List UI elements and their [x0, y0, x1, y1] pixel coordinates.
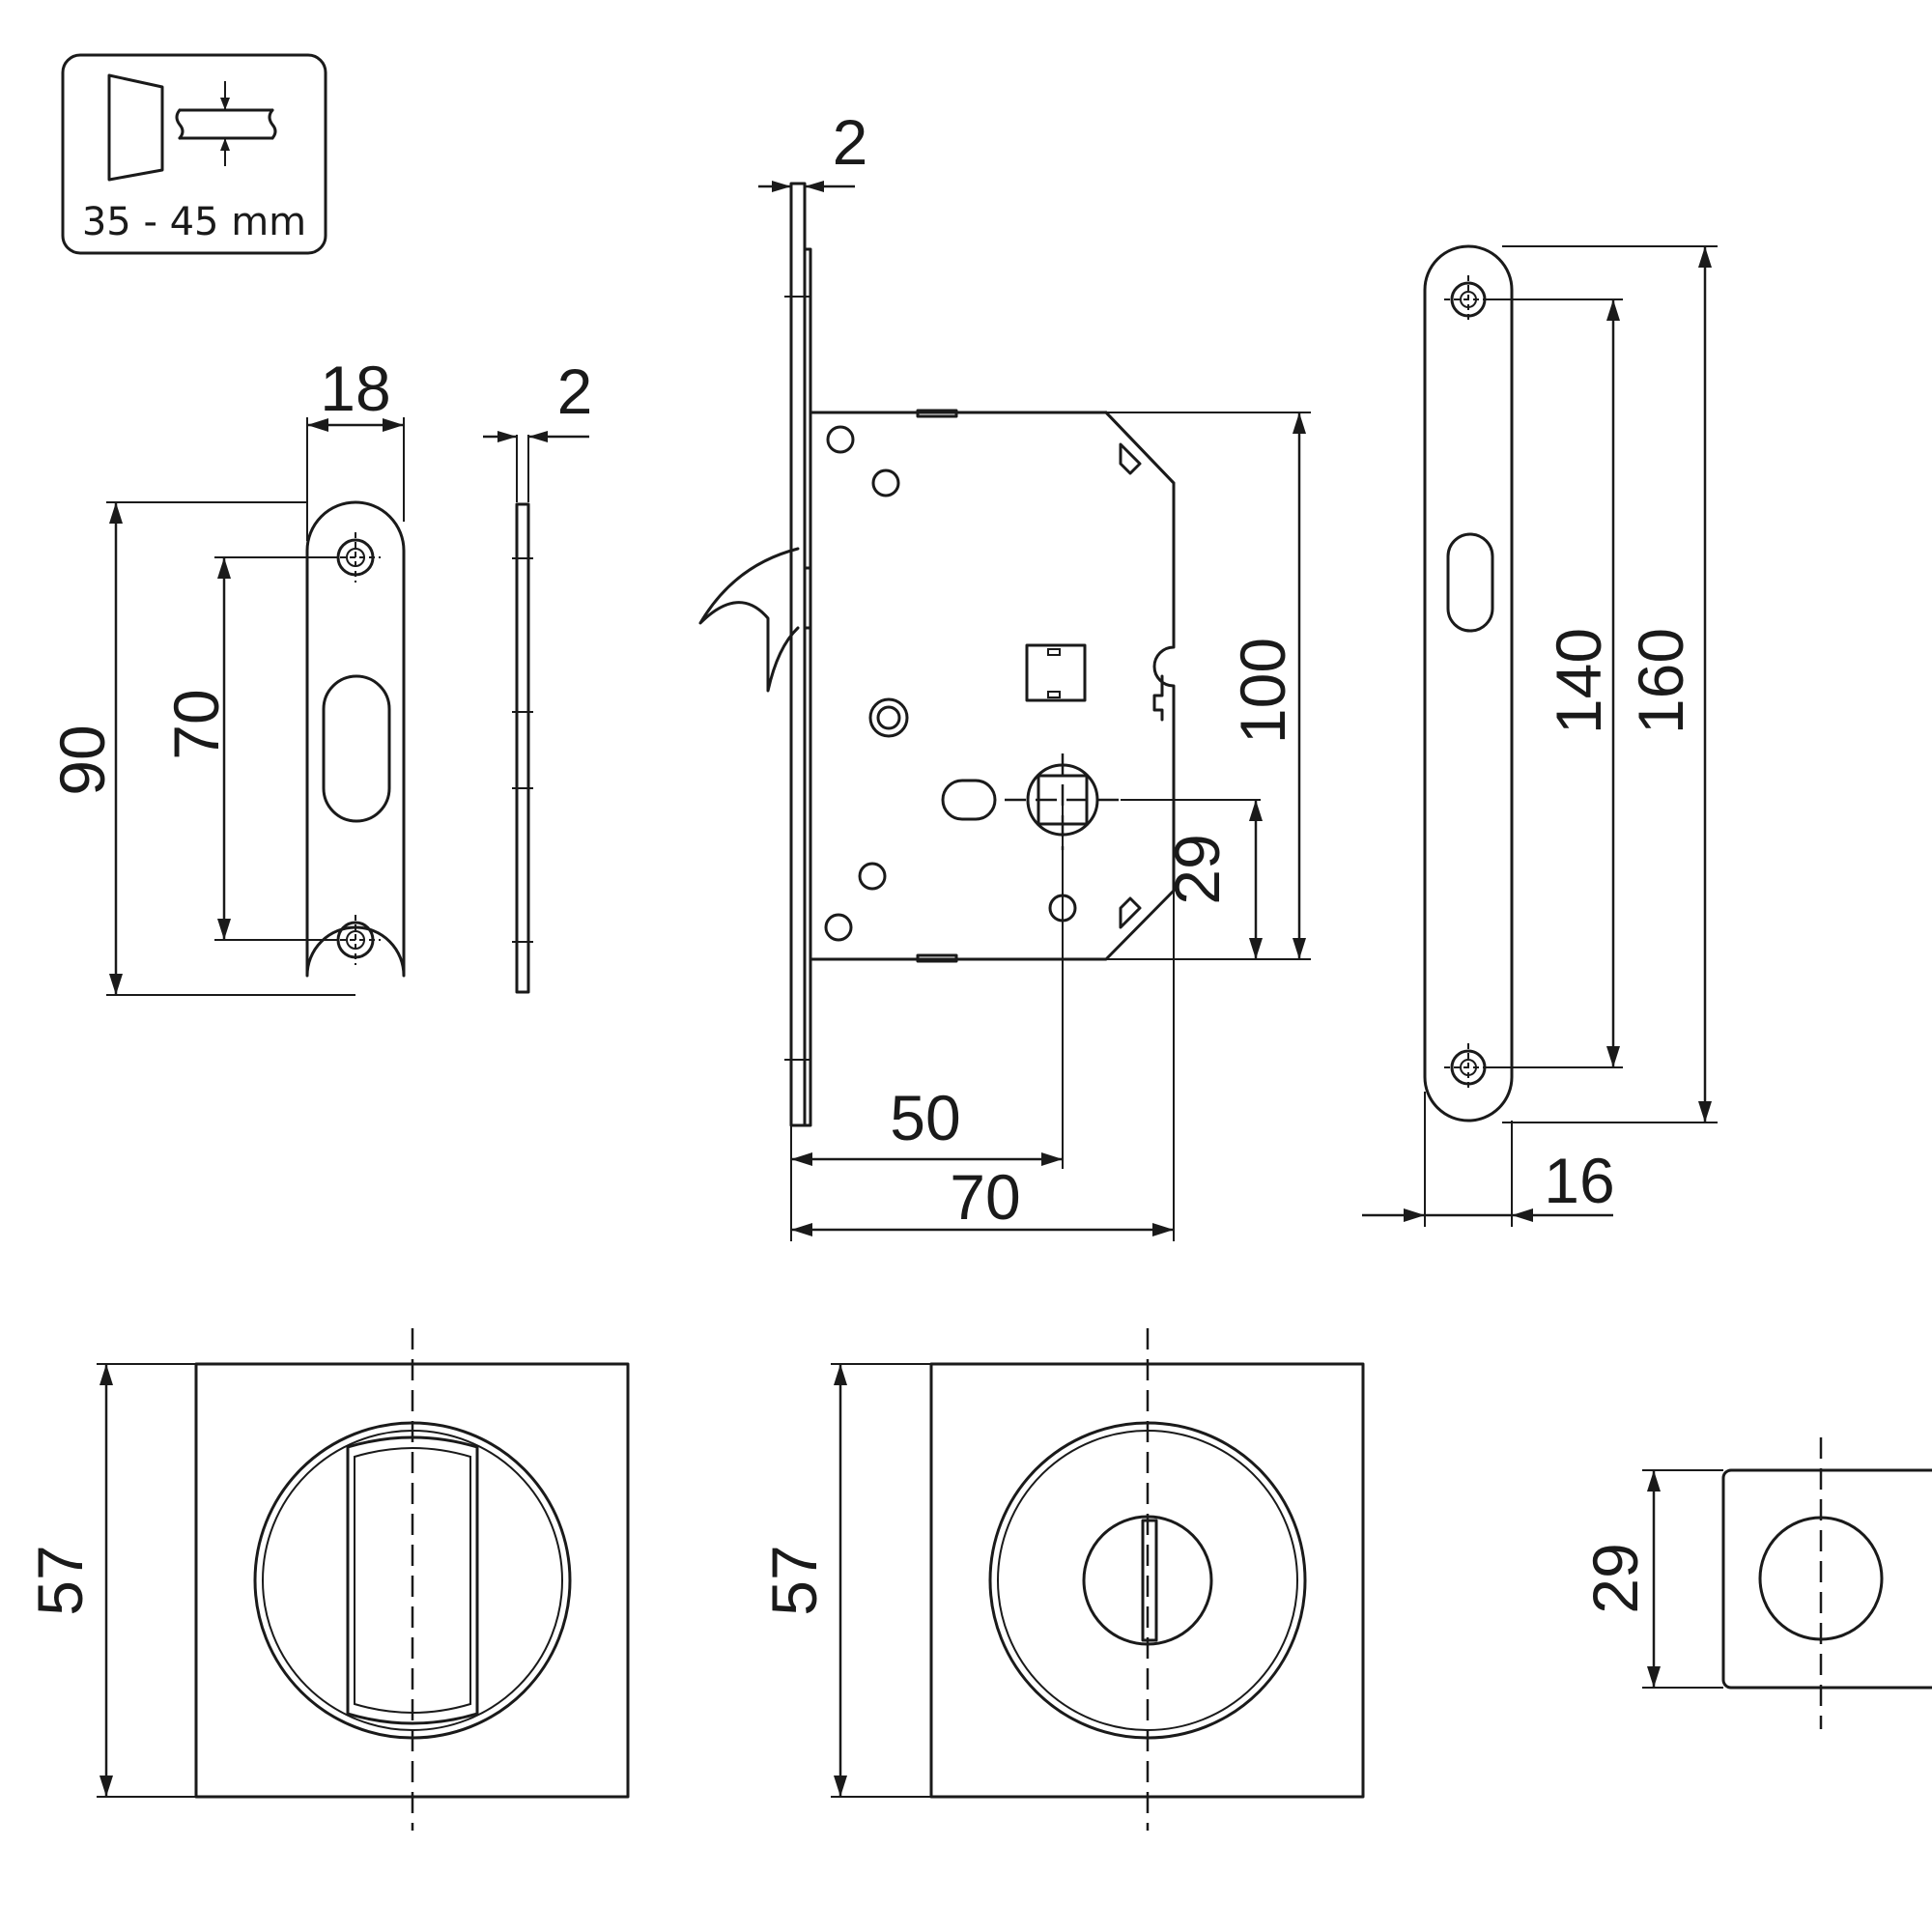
strike-hole-spacing-label: 70: [160, 689, 232, 759]
handle-rose-size-label: 57: [24, 1545, 96, 1615]
strike-width-label: 18: [320, 353, 390, 424]
door-thickness-icon: 35 - 45 mm: [61, 53, 327, 255]
faceplate-width-label: 16: [1544, 1145, 1614, 1216]
escutcheon-view: 29: [1579, 1437, 1932, 1729]
spindle-offset-label: 29: [1161, 834, 1233, 904]
turn-rose-size-label: 57: [758, 1545, 830, 1615]
faceplate-height-label: 160: [1625, 628, 1696, 734]
escutcheon-size-label: 29: [1579, 1543, 1651, 1613]
strike-plate-side-view: 2: [483, 355, 593, 994]
handle-rose-view: 57: [24, 1328, 630, 1831]
turn-rose-view: 57: [758, 1328, 1365, 1831]
faceplate-screw-hole-top: [1444, 275, 1492, 324]
strike-plate-thickness-label: 2: [557, 355, 593, 427]
faceplate-hole-spacing-label: 140: [1543, 628, 1614, 734]
lock-faceplate-thickness-label: 2: [833, 106, 868, 178]
body-depth-label: 70: [950, 1161, 1020, 1233]
strike-plate-front-view: 18 90 70: [46, 353, 406, 996]
lock-body-view: 2 100 29 50 70: [698, 106, 1311, 1241]
lock-body-height-label: 100: [1227, 638, 1298, 744]
door-thickness-label: 35 - 45 mm: [82, 200, 306, 244]
faceplate-screw-hole-bottom: [1444, 1043, 1492, 1092]
strike-height-label: 90: [46, 724, 118, 795]
backset-label: 50: [890, 1082, 960, 1153]
faceplate-front-view: 140 160 16: [1362, 244, 1718, 1227]
